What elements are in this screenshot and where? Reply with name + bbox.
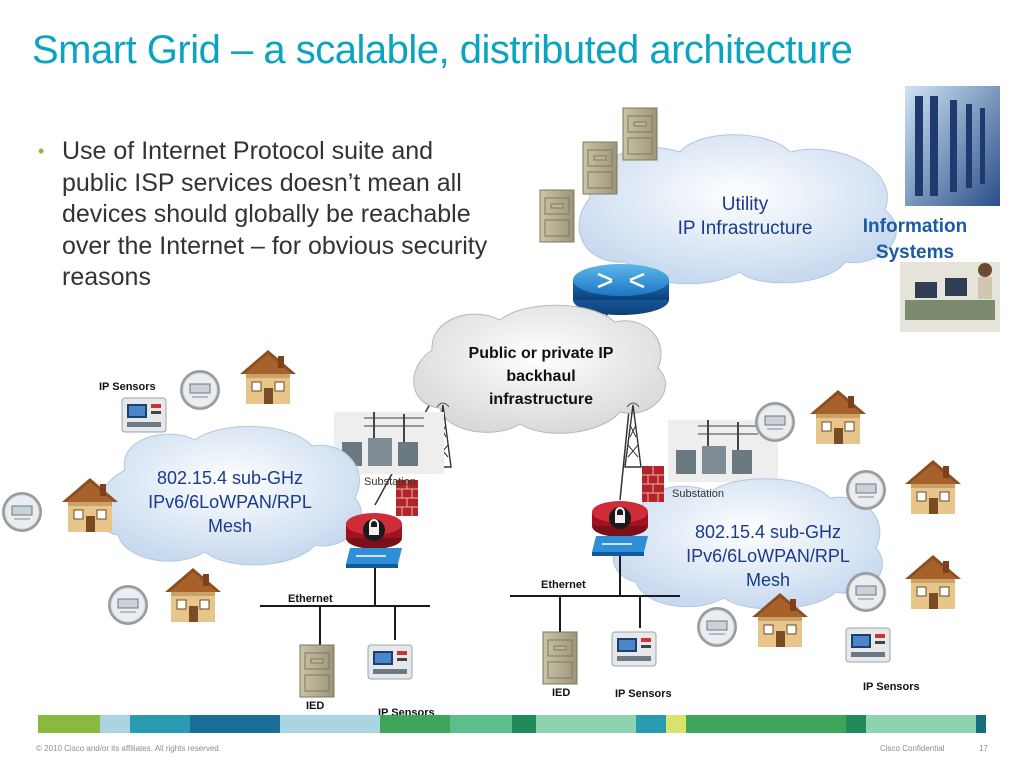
stripe-segment [100,715,130,733]
left-mesh-line1: 802.15.4 sub-GHz [156,468,304,488]
firewall-icon [641,465,665,503]
ethernet-right-label: Ethernet [541,579,586,591]
ip-sensors-bottom-mid-label: IP Sensors [615,688,672,700]
title-main: Smart Grid [32,28,221,72]
ied-device-icon [542,631,578,685]
ip-sensors-bottom-right-label: IP Sensors [863,681,920,693]
ip-sensor-icon [367,644,413,680]
stripe-segment [130,715,190,733]
smart-meter-icon [179,369,221,411]
right-mesh-label: 802.15.4 sub-GHz IPv6/6LoWPAN/RPL Mesh [668,520,868,592]
ied-right-label: IED [552,687,571,699]
stripe-segment [536,715,636,733]
server-cabinet-icon [582,141,618,195]
ied-device-icon [299,644,335,698]
slide-title: Smart Grid – a scalable, distributed arc… [32,28,853,73]
ip-sensor-icon [611,631,657,667]
house-icon [809,389,867,445]
house-icon [904,459,962,515]
data-center-image [905,86,1000,206]
secure-router-icon [345,512,403,569]
stripe-segment [190,715,280,733]
server-cabinet-icon [539,189,575,243]
utility-line2: IP Infrastructure [677,218,813,239]
smart-meter-icon [696,606,738,648]
right-mesh-line3: Mesh [745,570,790,590]
info-systems-line1: Information [862,216,968,237]
server-cabinet-icon [622,107,658,161]
stripe-segment [450,715,512,733]
stripe-segment [976,715,986,733]
operator-image [900,262,1000,332]
stripe-segment [38,715,100,733]
house-icon [164,567,222,623]
title-rest: a scalable, distributed architecture [263,28,853,72]
stripe-segment [686,715,846,733]
smart-meter-icon [754,401,796,443]
left-mesh-label: 802.15.4 sub-GHz IPv6/6LoWPAN/RPL Mesh [130,466,330,538]
ip-sensor-icon [845,627,891,663]
bullet-dot-icon: • [38,141,45,161]
confidential-text: Cisco Confidential [880,744,945,753]
backhaul-line1: Public or private IP [468,345,614,362]
ethernet-bus-right [510,556,680,632]
secure-router-icon [591,500,649,557]
ip-sensors-top-left-label: IP Sensors [99,381,156,393]
stripe-segment [866,715,976,733]
info-systems-line2: Systems [875,242,955,263]
stripe-segment [512,715,536,733]
left-mesh-line2: IPv6/6LoWPAN/RPL [148,492,312,512]
smart-meter-icon [1,491,43,533]
stripe-segment [380,715,450,733]
stripe-segment [846,715,866,733]
utility-cloud-label: Utility IP Infrastructure [650,193,840,241]
house-icon [239,349,297,405]
ethernet-left-label: Ethernet [288,593,333,605]
smart-meter-icon [845,469,887,511]
ethernet-bus-left [260,568,430,645]
stripe-segment [636,715,666,733]
utility-line1: Utility [721,194,769,215]
page-number: 17 [979,744,988,753]
information-systems-label: Information Systems [848,214,982,266]
bullet-text: Use of Internet Protocol suite and publi… [62,137,488,291]
backhaul-line2: backhaul [506,368,576,385]
backhaul-cloud-label: Public or private IP backhaul infrastruc… [440,342,642,411]
right-mesh-line2: IPv6/6LoWPAN/RPL [686,546,850,566]
substation-right-label: Substation [672,488,724,500]
smart-meter-icon [107,584,149,626]
house-icon [904,554,962,610]
right-mesh-line1: 802.15.4 sub-GHz [694,522,842,542]
title-dash: – [230,28,253,72]
stripe-segment [280,715,380,733]
substation-left-label: Substation [364,476,416,488]
copyright-text: © 2010 Cisco and/or its affiliates. All … [36,744,221,753]
stripe-segment [666,715,686,733]
backhaul-line3: infrastructure [488,391,594,408]
left-mesh-line3: Mesh [207,516,252,536]
ip-sensor-icon [121,397,167,433]
ied-left-label: IED [306,700,325,712]
router-icon [573,264,669,315]
